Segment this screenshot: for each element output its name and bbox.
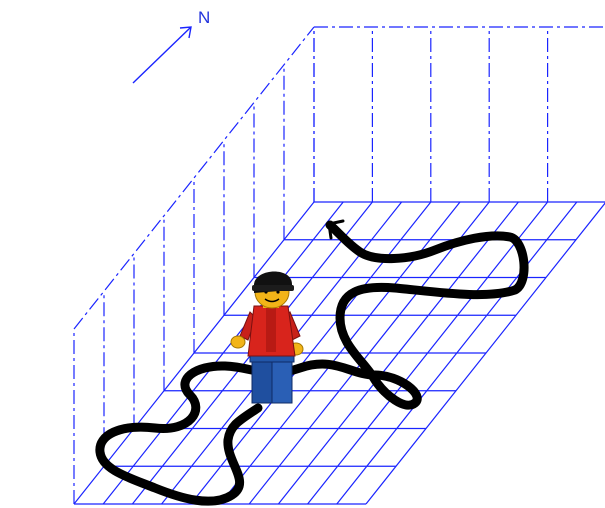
walls — [73, 26, 605, 504]
floor-column-line — [248, 201, 490, 505]
floor-column-line — [336, 201, 578, 505]
floor-column-line — [102, 201, 344, 505]
north-arrow-icon — [132, 26, 192, 84]
north-arrow-head-icon — [179, 26, 192, 39]
floor-grid — [73, 201, 605, 505]
compass-label: N — [198, 8, 210, 27]
compass: N — [132, 8, 210, 84]
walk-path — [95, 219, 529, 506]
minifigure-shirt-detail — [266, 308, 276, 352]
floor-column-line — [307, 201, 549, 505]
walk-path-line — [95, 220, 529, 506]
minifigure-legs — [249, 351, 295, 404]
path-arrowhead-icon — [327, 219, 345, 240]
minifigure-left-hand — [230, 335, 246, 349]
floor-column-line — [365, 202, 605, 505]
lego-minifigure — [230, 271, 304, 404]
floor-column-line — [73, 201, 315, 505]
floor-column-line — [277, 201, 519, 505]
